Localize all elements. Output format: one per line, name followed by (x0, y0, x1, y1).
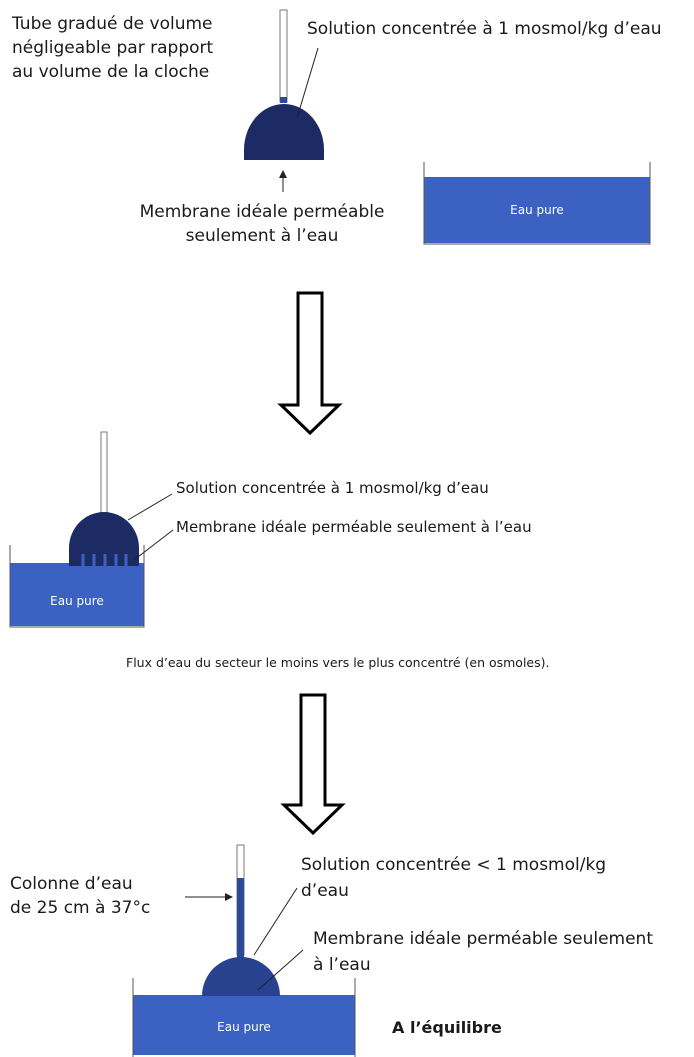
panel1-water-label: Eau pure (510, 203, 564, 217)
panel1-bell (244, 104, 324, 160)
panel3-water-label: Eau pure (217, 1020, 271, 1034)
panel3-membrane-label: Membrane idéale perméable seulement à l’… (313, 929, 653, 975)
panel2-solution-label: Solution concentrée à 1 mosmol/kg d’eau (176, 479, 489, 497)
panel2-water-flux-lines (81, 554, 128, 580)
panel2-flux-caption: Flux d’eau du secteur le moins vers le p… (126, 655, 550, 670)
panel1-tube-base (280, 97, 287, 103)
panel3-equilibrium-label: A l’équilibre (392, 1018, 502, 1037)
panel3-solution-pointer (253, 887, 298, 956)
panel1-membrane-label: Membrane idéale perméable seulement à l’… (139, 202, 385, 246)
panel2-water-label: Eau pure (50, 594, 104, 608)
panel1-tube (279, 9, 288, 103)
panel3-water (133, 995, 355, 1055)
panel2-tube (100, 431, 108, 515)
panel2-solution-pointer (127, 493, 173, 521)
down-arrow-2 (280, 693, 346, 836)
panel2-apparatus (9, 431, 174, 628)
panel3-column-label: Colonne d’eau de 25 cm à 37°c (10, 874, 151, 918)
panel3-apparatus (132, 844, 356, 1057)
down-arrow-1 (277, 291, 343, 436)
panel2-water (10, 563, 144, 626)
panel3-water-column (237, 878, 244, 958)
panel2-bell (69, 512, 139, 566)
panel1-solution-pointer (296, 47, 319, 119)
panel2-membrane-label: Membrane idéale perméable seulement à l’… (176, 518, 532, 536)
panel1-tube-label: Tube gradué de volume négligeable par ra… (12, 14, 214, 82)
panel3-bell (202, 957, 280, 996)
panel1-apparatus (244, 9, 324, 192)
panel3-solution-label: Solution concentrée < 1 mosmol/kg d’eau (301, 855, 607, 901)
panel2-membrane-pointer (133, 529, 174, 561)
panel1-water-tank (423, 162, 651, 245)
panel3-membrane-pointer (257, 949, 304, 991)
panel1-water (424, 177, 650, 243)
panel1-solution-label: Solution concentrée à 1 mosmol/kg d’eau (307, 19, 662, 39)
